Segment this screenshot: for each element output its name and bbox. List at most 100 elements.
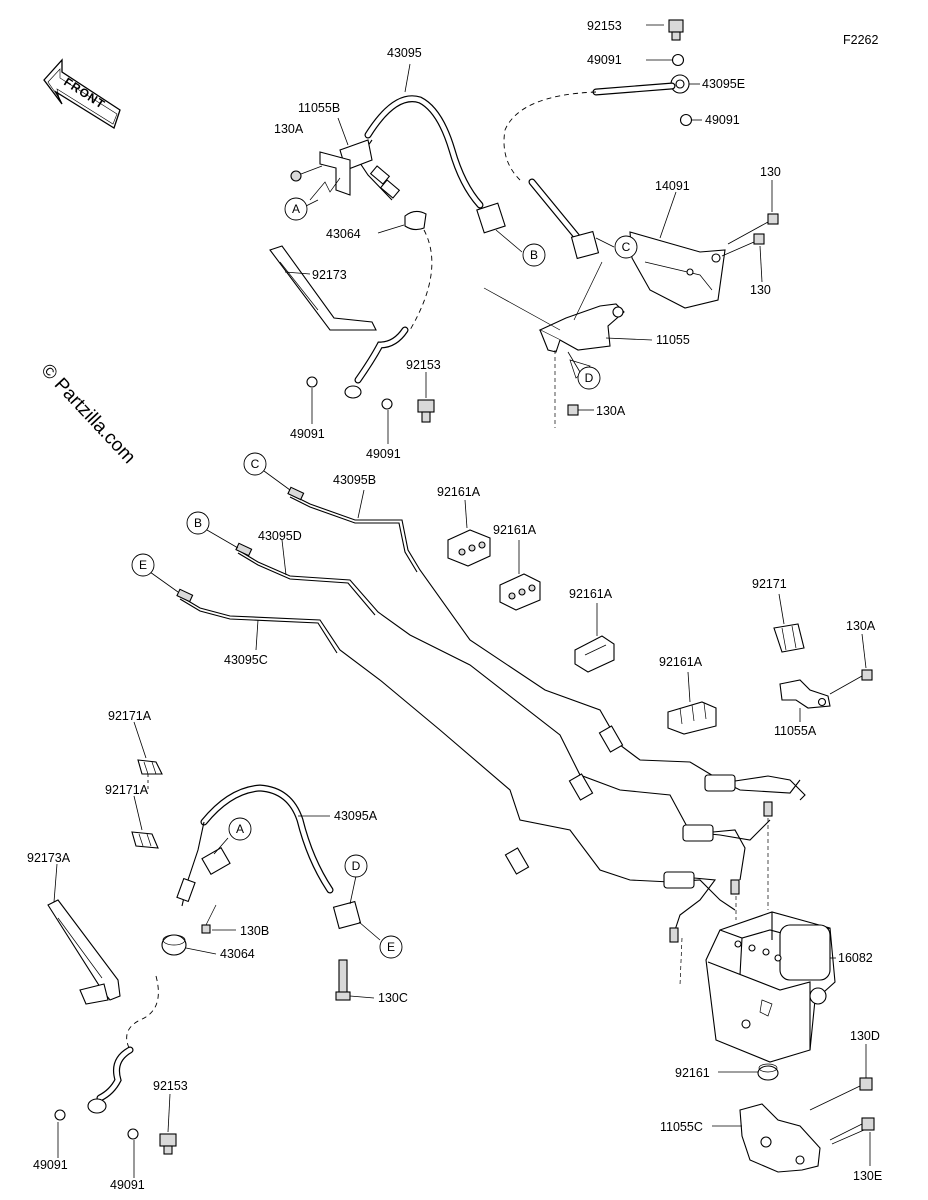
- label-92161a-2: 92161A: [493, 523, 537, 537]
- ref-circle-E2: E: [379, 935, 403, 959]
- label-130b: 130B: [240, 924, 269, 938]
- bolt-130c: [335, 959, 351, 1001]
- ref-circle-D2: D: [344, 854, 368, 878]
- grommet-43064-top: [404, 210, 427, 231]
- label-16082: 16082: [838, 951, 873, 965]
- ref-circle-B2: B: [186, 511, 210, 535]
- label-49091-d: 49091: [705, 113, 740, 127]
- bracket-92173a: [47, 899, 121, 1005]
- label-43095: 43095: [387, 46, 422, 60]
- guard-14091: [629, 231, 726, 309]
- label-43095e: 43095E: [702, 77, 745, 91]
- svg-text:B: B: [530, 248, 538, 262]
- clamp-92161a-2: [499, 573, 541, 611]
- bolt-130d: [809, 1077, 873, 1111]
- label-130e: 130E: [853, 1169, 882, 1183]
- ref-circle-A1: A: [284, 197, 308, 221]
- label-49091-c: 49091: [587, 53, 622, 67]
- leader-lines: [53, 24, 871, 1178]
- label-11055c: 11055C: [660, 1120, 703, 1134]
- ref-circle-A2: A: [228, 817, 252, 841]
- tube-fittings: [176, 486, 806, 943]
- label-92171a-1: 92171A: [108, 709, 152, 723]
- hose-lower-left: [54, 1046, 177, 1155]
- label-43095d: 43095D: [258, 529, 302, 543]
- label-92153-right: 92153: [587, 19, 622, 33]
- bracket-11055: [483, 261, 625, 428]
- svg-text:C: C: [622, 240, 631, 254]
- hose-43095e: [503, 82, 676, 260]
- label-43064-top: 43064: [326, 227, 361, 241]
- clip-92171: [773, 623, 805, 653]
- label-130-a: 130: [760, 165, 781, 179]
- clamp-92161a-1: [447, 529, 491, 567]
- label-92161a-1: 92161A: [437, 485, 481, 499]
- label-49091-f: 49091: [110, 1178, 145, 1192]
- label-130a-mid: 130A: [596, 404, 626, 418]
- ref-circle-C1: C: [614, 235, 638, 259]
- label-11055: 11055: [656, 333, 690, 347]
- label-43095a: 43095A: [334, 809, 378, 823]
- label-49091-b: 49091: [366, 447, 401, 461]
- bolt-130e: [829, 1117, 875, 1145]
- clip-92171a-2: [131, 831, 159, 849]
- part-labels: 43095 11055B 130A 43064 92173 49091 4909…: [27, 19, 882, 1192]
- tube-43095b: [289, 493, 801, 794]
- label-92153-top: 92153: [406, 358, 441, 372]
- front-arrow-icon: FRONT: [43, 58, 121, 129]
- svg-text:D: D: [585, 371, 594, 385]
- grommet-43064-lower: [161, 934, 187, 956]
- label-130-b: 130: [750, 283, 771, 297]
- ref-circle-E1: E: [131, 553, 155, 577]
- ref-circle-D1: D: [577, 366, 601, 390]
- label-11055b: 11055B: [298, 101, 340, 115]
- abs-unit-16082: [679, 818, 836, 1063]
- ref-circle-B1: B: [522, 243, 546, 267]
- label-92161a-4: 92161A: [659, 655, 703, 669]
- hose-43095-group: [339, 95, 506, 234]
- bracket-11055a: [779, 679, 831, 722]
- label-130a-right: 130A: [846, 619, 876, 633]
- svg-text:D: D: [352, 859, 361, 873]
- label-43095b: 43095B: [333, 473, 376, 487]
- svg-text:C: C: [251, 457, 260, 471]
- label-92153-lower: 92153: [153, 1079, 188, 1093]
- grommet-92161: [757, 1063, 779, 1081]
- label-49091-e: 49091: [33, 1158, 68, 1172]
- label-130c: 130C: [378, 991, 408, 1005]
- label-130a-top: 130A: [274, 122, 304, 136]
- bolt-130a-mid: [567, 404, 594, 416]
- bolt-130b: [201, 904, 217, 934]
- bolt-130-b: [721, 233, 765, 257]
- label-43064-lower: 43064: [220, 947, 255, 961]
- svg-text:A: A: [236, 822, 244, 836]
- label-92161: 92161: [675, 1066, 710, 1080]
- figure-id: F2262: [843, 33, 878, 47]
- svg-text:B: B: [194, 516, 202, 530]
- tube-43095c: [179, 595, 736, 911]
- label-92173a: 92173A: [27, 851, 71, 865]
- bolt-130a-top: [290, 165, 323, 182]
- svg-text:E: E: [387, 940, 395, 954]
- bracket-92173: [269, 245, 377, 331]
- label-92171: 92171: [752, 577, 787, 591]
- ref-circle-C2: C: [243, 452, 267, 476]
- label-92173: 92173: [312, 268, 347, 282]
- svg-text:A: A: [292, 202, 300, 216]
- label-92171a-2: 92171A: [105, 783, 149, 797]
- clip-92171a-1: [137, 759, 163, 775]
- svg-text:E: E: [139, 558, 147, 572]
- banjo-top-right: [668, 19, 693, 127]
- bolt-130-a: [727, 213, 779, 245]
- bolt-130a-right: [829, 669, 873, 695]
- label-49091-a: 49091: [290, 427, 325, 441]
- label-14091: 14091: [655, 179, 690, 193]
- clamp-92161a-4: [667, 701, 717, 735]
- bracket-11055c: [739, 1103, 821, 1173]
- label-130d: 130D: [850, 1029, 880, 1043]
- bracket-11055b: [309, 151, 351, 201]
- hose-lower-top: [306, 326, 435, 423]
- clamp-92161a-3: [574, 635, 615, 673]
- hose-43095a: [176, 784, 362, 930]
